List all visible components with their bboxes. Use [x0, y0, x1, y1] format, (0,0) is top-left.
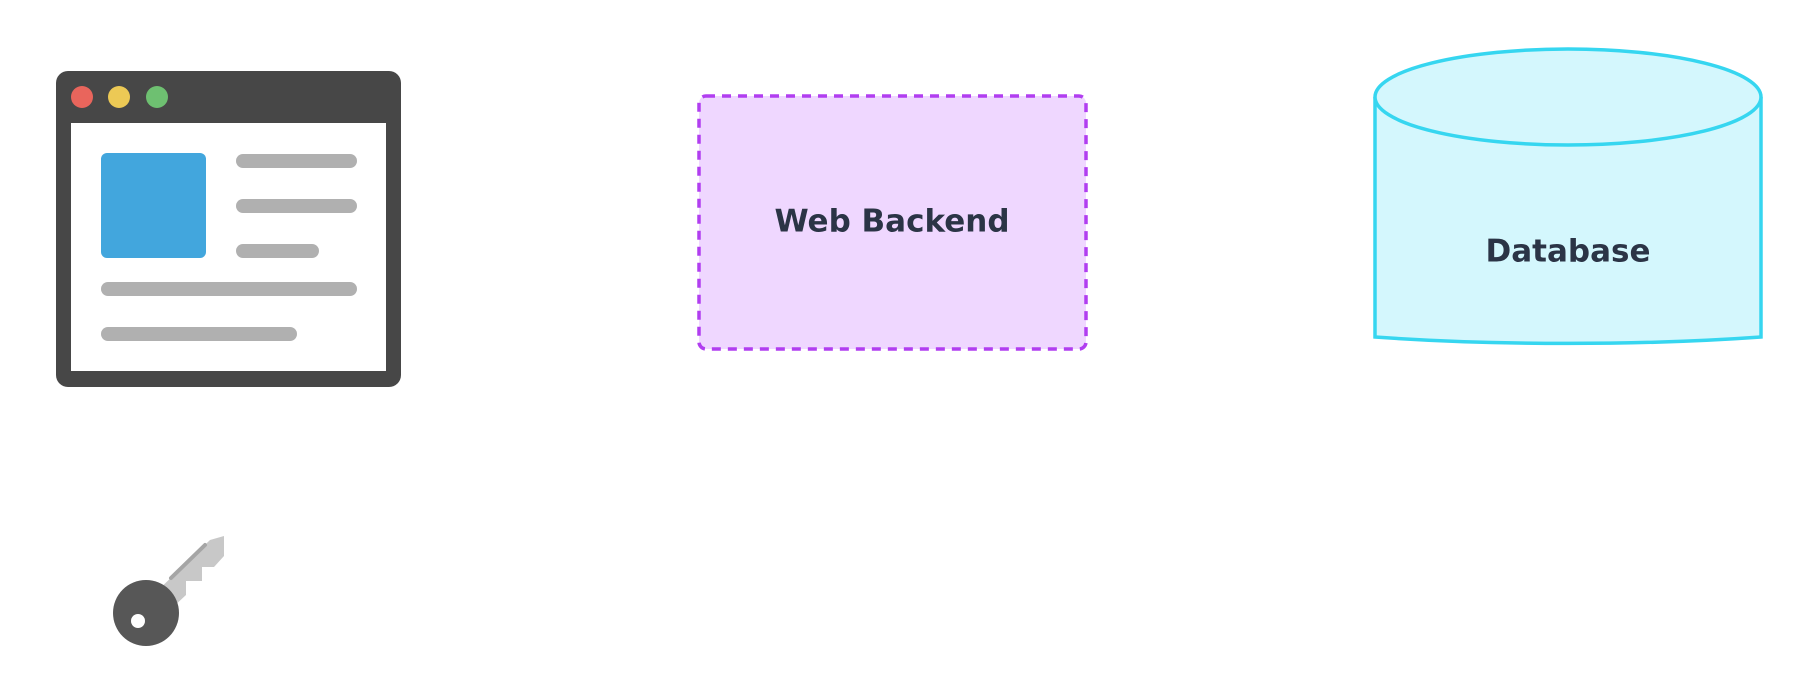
key-icon[interactable] — [113, 536, 224, 646]
text-line — [236, 154, 357, 168]
web-backend-label: Web Backend — [774, 204, 1009, 240]
database-node[interactable]: Database — [1373, 47, 1763, 346]
image-placeholder-icon — [101, 153, 206, 258]
text-line — [236, 244, 319, 258]
text-line — [101, 282, 357, 296]
database-cylinder-body — [1373, 97, 1763, 346]
window-close-dot-icon — [71, 86, 93, 108]
text-line — [236, 199, 357, 213]
key-groove — [169, 543, 207, 580]
key-head — [113, 580, 179, 646]
text-line — [101, 327, 297, 341]
web-backend-node[interactable]: Web Backend — [697, 94, 1088, 351]
key-hole — [131, 614, 145, 628]
web-backend-box — [697, 94, 1088, 351]
window-maximize-dot-icon — [146, 86, 168, 108]
browser-window-icon[interactable] — [56, 71, 401, 387]
database-label: Database — [1486, 234, 1651, 270]
database-cylinder-top — [1373, 47, 1763, 147]
window-minimize-dot-icon — [108, 86, 130, 108]
